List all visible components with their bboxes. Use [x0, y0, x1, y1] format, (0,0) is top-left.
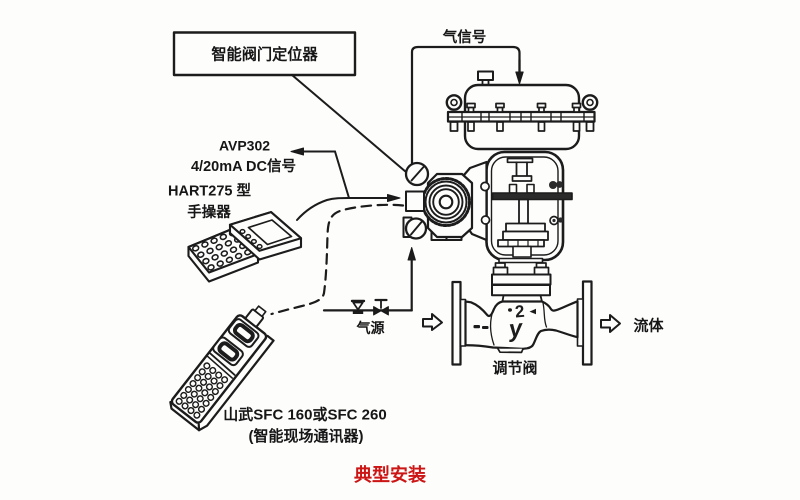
svg-text:流体: 流体	[633, 317, 664, 335]
svg-text:气源: 气源	[356, 320, 385, 336]
svg-text:2: 2	[514, 302, 525, 322]
svg-text:(智能现场通讯器): (智能现场通讯器)	[249, 427, 364, 445]
svg-text:AVP302: AVP302	[219, 138, 270, 154]
svg-text:典型安装: 典型安装	[354, 464, 426, 485]
svg-text:4/20mA DC信号: 4/20mA DC信号	[191, 157, 296, 175]
svg-text:y: y	[506, 315, 525, 344]
svg-text:调节阀: 调节阀	[492, 359, 537, 377]
svg-text:智能阀门定位器: 智能阀门定位器	[211, 46, 318, 64]
svg-text:山武SFC 160或SFC 260: 山武SFC 160或SFC 260	[223, 406, 386, 424]
svg-text:气信号: 气信号	[442, 28, 487, 46]
svg-text:HART275 型: HART275 型	[168, 182, 251, 200]
svg-text:手操器: 手操器	[187, 203, 231, 221]
